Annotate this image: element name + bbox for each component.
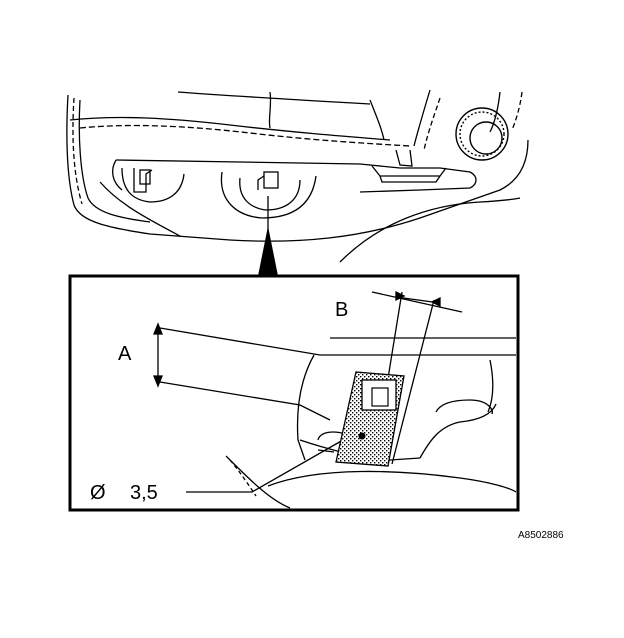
- diameter-symbol: Ø: [90, 482, 106, 504]
- detail-drawing: [153, 290, 517, 509]
- adjustment-knob: [455, 107, 509, 161]
- detail-pointer: [258, 226, 278, 276]
- overview-drawing: [66, 89, 529, 263]
- clip-hatched-area: [335, 371, 405, 467]
- detail-frame: [68, 274, 520, 512]
- dimension-b-label: B: [335, 299, 348, 321]
- dimension-a-label: A: [118, 343, 132, 365]
- figure-reference-code: A8502886: [518, 530, 564, 541]
- diameter-value: 3,5: [130, 482, 158, 504]
